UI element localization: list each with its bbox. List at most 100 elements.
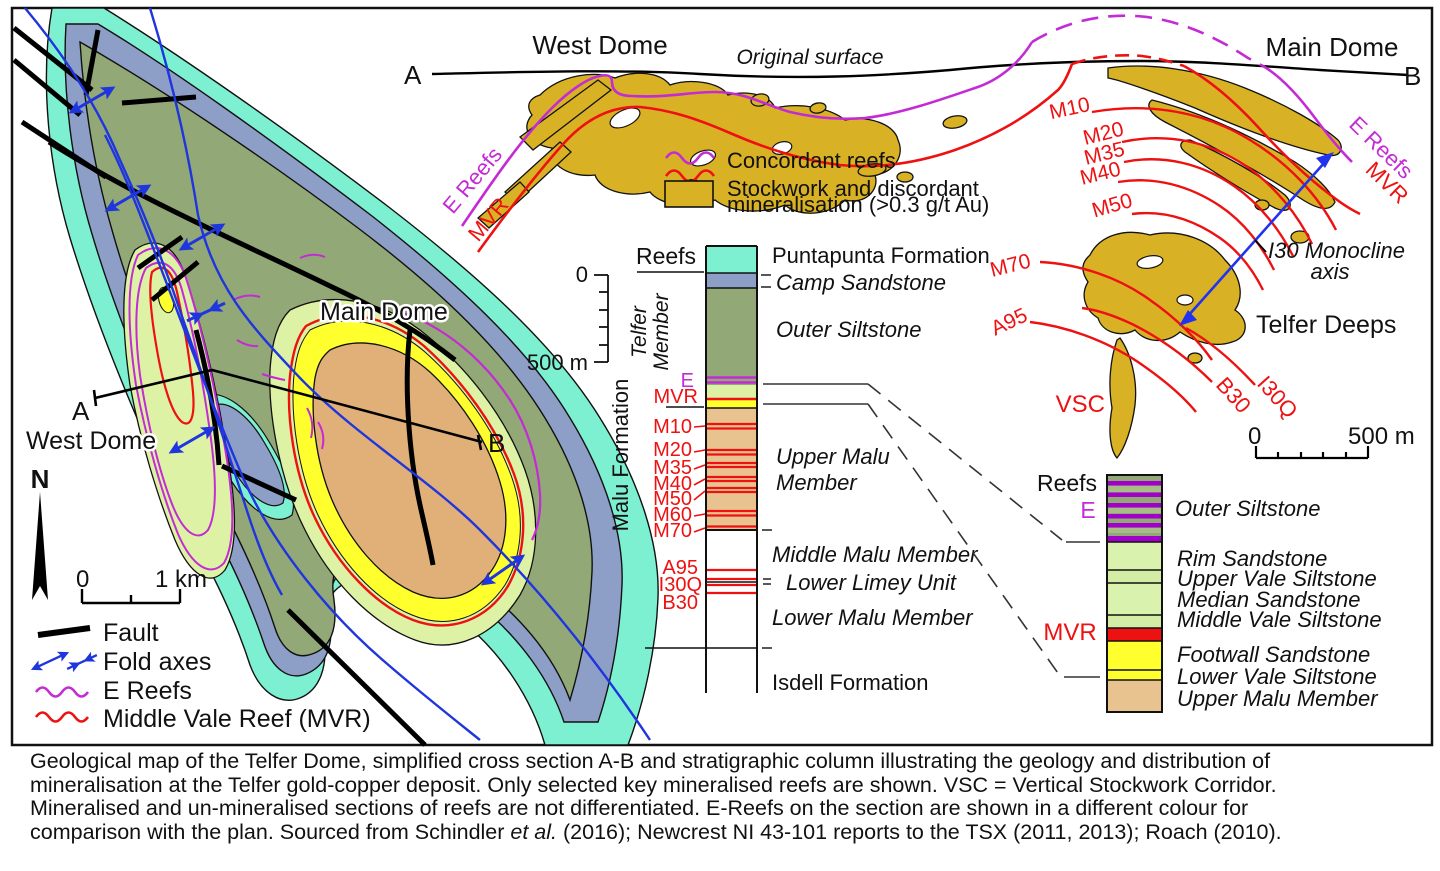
section-surface-line [431,59,1409,79]
map-west-dome-e-reef-contour [128,247,234,571]
m20-reef-line [1121,136,1314,245]
i30q-reef-line [1185,326,1256,386]
depth-scale-500m: 500 m [527,350,588,375]
telfer-deeps-label: Telfer Deeps [1256,311,1396,339]
map-scale-zero: 0 [76,566,89,593]
m10-reef-line [1091,107,1338,231]
svg-text:M60: M60 [653,504,692,526]
map-e-reef-squiggles [232,253,326,450]
detail-rim-sandstone [1107,542,1162,570]
column-reef-lines [706,376,757,595]
map-legend: Fault Fold axes E Reefs Middle Vale Reef… [27,619,371,733]
geological-figure: A B West Dome Main Dome N 0 1 km Fault F… [10,6,1434,747]
caption-line-1: Geological map of the Telfer Dome, simpl… [30,749,1271,773]
i30-monocline-axis [1179,152,1334,326]
svg-text:M70: M70 [653,520,692,542]
unit-middle-malu: Middle Malu Member [772,542,979,567]
caption-line-4: comparison with the plan. Sourced from S… [30,819,1282,844]
m70-reef-line [1039,260,1213,361]
concordant-reefs-magenta-line [664,151,716,165]
a95-reef-line [1029,320,1197,413]
column-reef-ticks [693,425,706,533]
svg-text:A95: A95 [662,557,698,579]
legend-concordant-label: Concordant reefs [727,148,896,173]
north-label: N [31,464,50,494]
legend-fault-label: Fault [103,619,159,647]
detail-e-reef-stripes [1107,481,1162,542]
section-legend: Concordant reefs Stockwork and discordan… [664,148,989,217]
telfer-member-label-2: Member [650,292,673,370]
unit-upper-malu-2: Member [776,470,858,495]
detail-unit-lower-vale: Lower Vale Siltstone [1177,664,1377,689]
column-reef-labels-m: M10 M20 M35 M40 M50 M60 M70 A95 I30Q B30 [653,416,702,614]
legend-mvr-label: Middle Vale Reef (MVR) [103,705,371,733]
detail-reef-e: E [1080,497,1095,523]
map-section-line [92,368,483,451]
malu-formation-label: Malu Formation [608,379,633,532]
map-label-main-dome: Main Dome [320,298,448,326]
section-label-b: B [1404,61,1421,91]
north-arrow: N [31,464,50,600]
detail-unit-middle-vale: Middle Vale Siltstone [1177,607,1382,632]
legend-e-reefs-label: E Reefs [103,677,192,705]
svg-text:I30Q: I30Q [659,574,702,596]
legend-stockwork-label-2: mineralisation (>0.3 g/t Au) [727,192,989,217]
svg-text:M35: M35 [653,457,692,479]
m35-reef-line [1123,158,1295,257]
map-west-dome-mvr-contour [149,266,195,425]
map-scale-bar [80,589,182,605]
detail-mvr-band [1107,628,1162,641]
column-header-reefs: Reefs [636,243,696,269]
section-main-dome-label: Main Dome [1266,32,1399,62]
column-camp-sandstone [706,273,757,288]
column-e-mvr-interval [706,385,757,399]
unit-camp: Camp Sandstone [776,270,946,295]
svg-text:M10: M10 [653,416,692,438]
svg-text:M50: M50 [653,488,692,510]
telfer-member-label-1: Telfer [628,305,651,358]
column-reef-e: E [681,370,694,392]
detail-column-outline [1106,474,1163,713]
column-footwall-band [706,400,757,408]
svg-text:B30: B30 [662,592,698,614]
stockwork-main-dome-holes [1136,255,1194,306]
caption-et-al: et al. [510,819,558,844]
legend-fold-axes-label: Fold axes [103,648,211,676]
section-original-surface-label: Original surface [736,46,883,69]
section-e-reefs-curve [460,14,1353,227]
figure-caption: Geological map of the Telfer Dome, simpl… [30,749,1430,844]
detail-median-sandstone [1107,583,1162,615]
stockwork-legend-swatch [664,180,714,208]
detail-lower-vale [1107,670,1162,680]
column-outline [645,245,758,693]
unit-lower-limey: Lower Limey Unit [786,570,957,595]
section-label-a: A [404,60,422,90]
detail-upper-vale [1107,570,1162,583]
column-connectors [763,383,1100,678]
detail-middle-vale [1107,615,1162,628]
column-depth-scale [594,274,609,363]
section-scale-500m: 500 m [1348,423,1415,450]
strat-column: Reefs 0 500 m Telfer Member Malu Formati… [527,243,1100,695]
detail-unit-upper-vale: Upper Vale Siltstone [1177,566,1377,591]
section-mvr-curve [476,53,1361,253]
section-scale-bar [1254,446,1370,460]
unit-upper-malu-1: Upper Malu [776,444,890,469]
detail-header-reefs: Reefs [1037,470,1097,496]
map-scale-km: 1 km [155,566,207,593]
unit-lower-malu: Lower Malu Member [772,605,974,630]
legend-e-reefs-line [34,686,90,698]
map-main-dome-mvr-contour [287,314,525,627]
column-puntapunta [706,246,757,273]
detail-unit-rim-sandstone: Rim Sandstone [1177,546,1327,571]
column-side-ticks [761,274,772,649]
monocline-label-1: I30 Monocline [1268,238,1405,263]
detail-unit-upper-malu: Upper Malu Member [1177,686,1379,711]
b30-reef-line [1081,306,1213,383]
section-west-dome-label: West Dome [532,30,667,60]
detail-upper-malu [1107,680,1162,712]
detail-reef-mvr: MVR [1043,619,1096,646]
map-label-b: B [488,428,505,458]
section-vsc-label: VSC [1056,391,1105,418]
